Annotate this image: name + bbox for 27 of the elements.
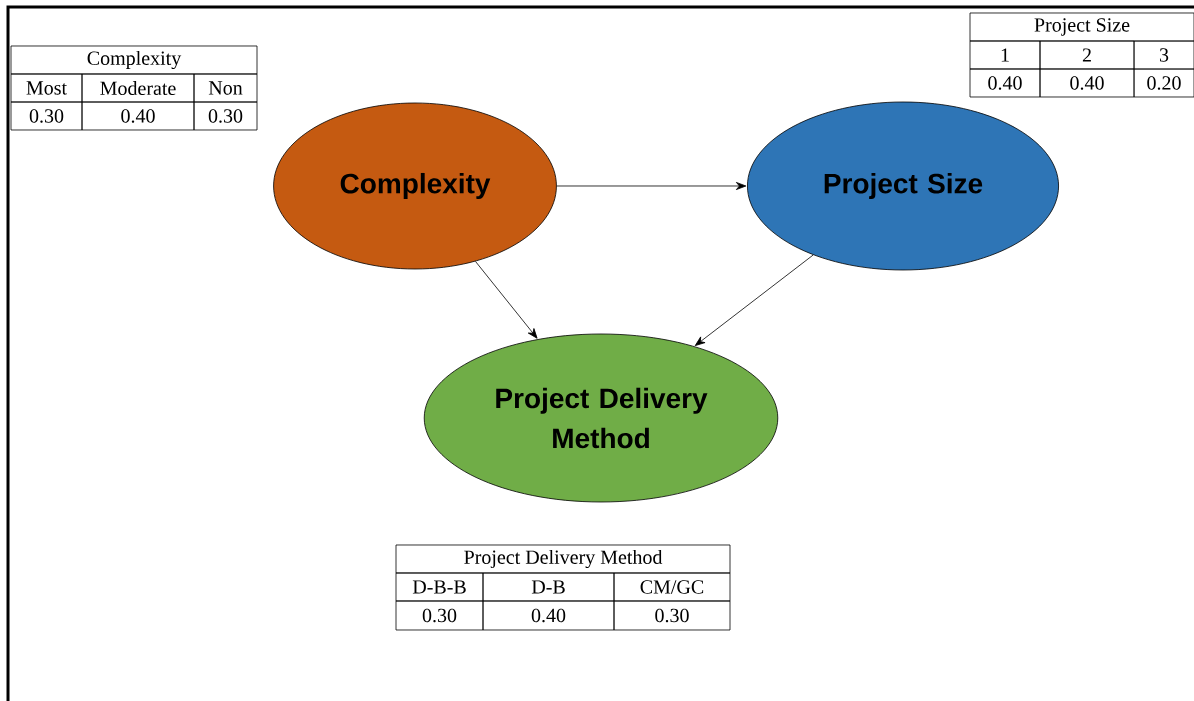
table-cell: 0.40 (969, 68, 1041, 98)
arrow (694, 254, 814, 346)
ellipse-node: Project Delivery Method (423, 333, 779, 503)
arrow (556, 182, 747, 190)
table-cell: 0.20 (1133, 68, 1194, 98)
table-cell: 0.40 (81, 101, 195, 131)
table-cell: 0.40 (1039, 68, 1135, 98)
table-cell: 1 (969, 40, 1041, 70)
table-cell: 3 (1133, 40, 1194, 70)
table-cell: 0.30 (10, 101, 83, 131)
table-cell: Project Size (969, 12, 1194, 42)
ellipse-node: Project Size (747, 101, 1059, 271)
ellipse-node: Complexity (273, 102, 557, 270)
table-cell: Non (193, 73, 258, 103)
table-cell: 0.40 (482, 600, 615, 631)
arrow (475, 261, 538, 339)
table-cell: D-B-B (395, 572, 484, 602)
table-cell: 0.30 (613, 600, 731, 631)
table-cell: D-B (482, 572, 615, 602)
table-cell: Moderate (81, 73, 195, 103)
table-cell: CM/GC (613, 572, 731, 602)
table-cell: 0.30 (193, 101, 258, 131)
table-cell: Project Delivery Method (395, 544, 731, 574)
table-cell: Most (10, 73, 83, 103)
table-cell: 0.30 (395, 600, 484, 631)
table-cell: 2 (1039, 40, 1135, 70)
table-cell: Complexity (10, 45, 258, 75)
